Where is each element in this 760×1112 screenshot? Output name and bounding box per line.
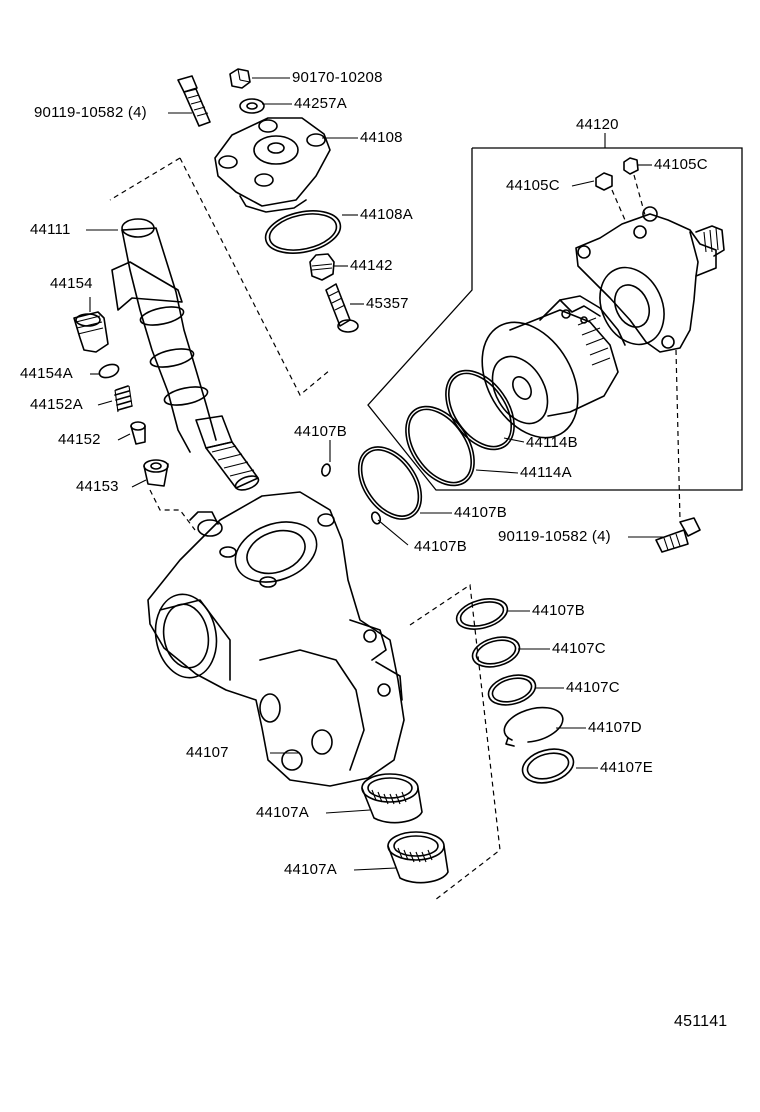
cover-44108 (214, 117, 331, 213)
ring-44107E (521, 748, 575, 784)
label-90119-10582-bottom: 90119-10582 (4) (498, 528, 611, 545)
label-44107B-small: 44107B (414, 538, 467, 555)
figure-number: 451141 (674, 1013, 728, 1030)
label-44152A: 44152A (30, 396, 83, 413)
label-90119-10582-top: 90119-10582 (4) (34, 104, 147, 121)
dashed-guides (109, 157, 681, 901)
label-44153: 44153 (76, 478, 119, 495)
label-44107: 44107 (186, 744, 229, 761)
spring-44152A (114, 385, 133, 413)
label-44114A: 44114A (520, 464, 572, 481)
assembly-box-44120 (367, 147, 743, 491)
gear-housing-44107 (147, 491, 405, 787)
label-44108A: 44108A (360, 206, 413, 223)
screw-45357 (325, 283, 359, 333)
bearing-44107A-a (361, 773, 423, 824)
label-44142: 44142 (350, 257, 393, 274)
label-44107B-top: 44107B (294, 423, 347, 440)
label-45357: 45357 (366, 295, 409, 312)
label-44107B-right: 44107B (532, 602, 585, 619)
seal-44114A (405, 405, 475, 487)
label-44154A: 44154A (20, 365, 73, 382)
bolt-top (177, 75, 211, 127)
washer-44257A (239, 98, 265, 114)
o-ring-44154A (98, 363, 120, 379)
cap-44105C-b (623, 157, 639, 175)
label-44107E: 44107E (600, 759, 653, 776)
valve-housing (575, 206, 725, 353)
pin-44152 (130, 421, 146, 445)
sleeve-44153 (143, 459, 169, 487)
label-44107C-upper: 44107C (552, 640, 606, 657)
bolt-bottom (655, 517, 701, 553)
label-44105C-right: 44105C (654, 156, 708, 173)
cap-44105C-a (595, 172, 613, 191)
piston-assembly (481, 295, 626, 439)
label-44108: 44108 (360, 129, 403, 146)
label-44120: 44120 (576, 116, 619, 133)
shaft-44111 (111, 218, 260, 491)
ring-44107C-b (487, 674, 537, 706)
o-ring-44107B-large (357, 446, 423, 520)
o-ring-44107B-small-b (370, 511, 382, 525)
label-44152: 44152 (58, 431, 101, 448)
label-44107B-ring: 44107B (454, 504, 507, 521)
bearing-44107A-b (387, 831, 449, 884)
snap-ring-44107D (503, 706, 564, 747)
label-44257A: 44257A (294, 95, 347, 112)
o-ring-44107B-small-a (321, 463, 331, 477)
label-44107D: 44107D (588, 719, 642, 736)
label-44154: 44154 (50, 275, 93, 292)
label-90170-10208: 90170-10208 (292, 69, 383, 86)
label-44107A-lower: 44107A (284, 861, 337, 878)
label-44111: 44111 (30, 221, 71, 238)
label-44105C-left: 44105C (506, 177, 560, 194)
o-ring-44108A (264, 210, 342, 254)
seal-44114B (445, 369, 515, 451)
label-44114B: 44114B (526, 434, 578, 451)
label-44107C-lower: 44107C (566, 679, 620, 696)
ring-44107C-a (471, 636, 521, 668)
leader-lines (86, 77, 664, 871)
ring-44107B (455, 598, 509, 630)
label-44107A-upper: 44107A (256, 804, 309, 821)
plug-44154 (73, 311, 109, 353)
nut-90170 (229, 68, 251, 89)
nut-44142 (309, 253, 335, 281)
